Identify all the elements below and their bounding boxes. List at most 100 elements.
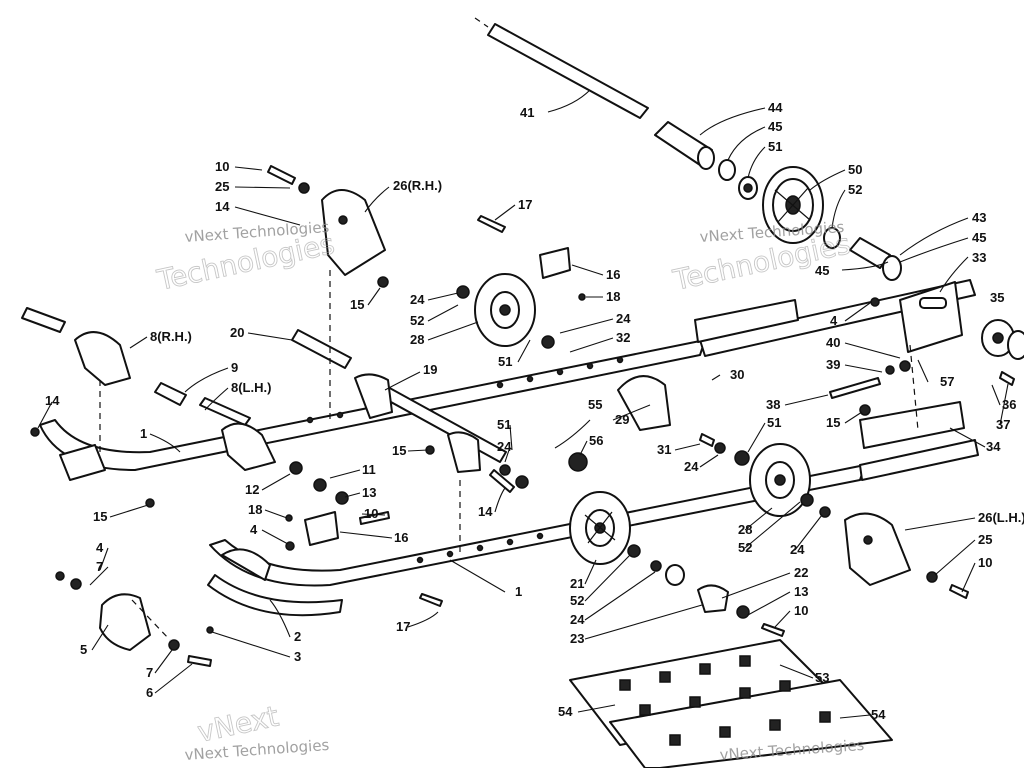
callout-24: 24 <box>497 439 512 454</box>
callout-3: 3 <box>294 649 301 664</box>
callout-17: 17 <box>396 619 410 634</box>
spacer-9 <box>154 382 187 406</box>
callout-25: 25 <box>215 179 229 194</box>
callout-10: 10 <box>364 506 378 521</box>
callout-37: 37 <box>996 417 1010 432</box>
cross-shaft-20 <box>291 329 352 369</box>
idler-wheel-28-lower <box>749 443 811 517</box>
bushing-upper <box>718 159 758 200</box>
callout-18: 18 <box>606 289 620 304</box>
mount-block-16 <box>539 247 571 279</box>
callout-28: 28 <box>738 522 752 537</box>
leader-lines <box>37 89 1009 719</box>
callout-7: 7 <box>146 665 153 680</box>
axle-spacer-tube <box>654 121 715 170</box>
callout-54: 54 <box>558 704 573 719</box>
idler-wheel-28-upper <box>474 273 536 347</box>
callout-10: 10 <box>794 603 808 618</box>
callout-14: 14 <box>478 504 493 519</box>
callout-45: 45 <box>972 230 986 245</box>
callout-1: 1 <box>515 584 522 599</box>
callout-45: 45 <box>815 263 829 278</box>
callout-24: 24 <box>616 311 631 326</box>
callout-44: 44 <box>768 100 783 115</box>
callout-53: 53 <box>815 670 829 685</box>
callout-4: 4 <box>830 313 838 328</box>
bracket-26-lh <box>844 512 911 586</box>
callout-33: 33 <box>972 250 986 265</box>
callout-57: 57 <box>940 374 954 389</box>
callout-39: 39 <box>826 357 840 372</box>
callout-51: 51 <box>498 354 512 369</box>
callout-13: 13 <box>794 584 808 599</box>
callout-34: 34 <box>986 439 1001 454</box>
rocker-bracket-29 <box>617 375 671 431</box>
callout-23: 23 <box>570 631 584 646</box>
mount-block-16b <box>304 511 339 546</box>
callout-4: 4 <box>250 522 258 537</box>
callout-16: 16 <box>606 267 620 282</box>
callout-4: 4 <box>96 540 104 555</box>
callout-29: 29 <box>615 412 629 427</box>
callout-8-lh: 8(L.H.) <box>231 380 271 395</box>
wear-strip-34 <box>859 401 965 449</box>
callout-55: 55 <box>588 397 602 412</box>
callout-32: 32 <box>616 330 630 345</box>
callout-31: 31 <box>657 442 671 457</box>
callout-35: 35 <box>990 290 1004 305</box>
damper-block-5 <box>99 593 151 651</box>
callout-26-lh: 26(L.H.) <box>978 510 1024 525</box>
callout-52: 52 <box>570 593 584 608</box>
callout-26-rh: 26(R.H.) <box>393 178 442 193</box>
callout-50: 50 <box>848 162 862 177</box>
callout-6: 6 <box>146 685 153 700</box>
callout-25: 25 <box>978 532 992 547</box>
front-arm-bracket-rh <box>321 189 386 276</box>
callout-16: 16 <box>394 530 408 545</box>
alignment-lines <box>99 270 919 641</box>
wear-strip-upper <box>694 299 799 343</box>
track-clip-section <box>569 639 893 768</box>
callout-54: 54 <box>871 707 886 722</box>
callout-24: 24 <box>790 542 805 557</box>
callout-10: 10 <box>978 555 992 570</box>
callout-labels: 41 44 45 51 50 52 43 45 45 33 35 10 25 2… <box>45 100 1024 722</box>
callout-10: 10 <box>215 159 229 174</box>
callout-21: 21 <box>570 576 584 591</box>
pivot-shaft-left <box>21 307 131 386</box>
callout-1: 1 <box>140 426 147 441</box>
callout-22: 22 <box>794 565 808 580</box>
ski-skag-2 <box>207 548 343 617</box>
callout-43: 43 <box>972 210 986 225</box>
callout-52: 52 <box>738 540 752 555</box>
callout-19: 19 <box>423 362 437 377</box>
rear-axle-shaft <box>474 17 649 119</box>
rear-idler-wheel-upper <box>762 166 824 244</box>
callout-56: 56 <box>589 433 603 448</box>
callout-30: 30 <box>730 367 744 382</box>
front-cross-shaft-assembly <box>354 373 507 473</box>
callout-15: 15 <box>826 415 840 430</box>
callout-13: 13 <box>362 485 376 500</box>
callout-20: 20 <box>230 325 244 340</box>
callout-24: 24 <box>410 292 425 307</box>
callout-15: 15 <box>392 443 406 458</box>
callout-7: 7 <box>96 559 103 574</box>
callout-40: 40 <box>826 335 840 350</box>
callout-5: 5 <box>80 642 87 657</box>
callout-8-rh: 8(R.H.) <box>150 329 192 344</box>
callout-41: 41 <box>520 105 534 120</box>
callout-14: 14 <box>45 393 60 408</box>
callout-45: 45 <box>768 119 782 134</box>
front-rail-tip <box>59 444 106 481</box>
callout-9: 9 <box>231 360 238 375</box>
spacer-22 <box>665 564 729 613</box>
callout-28: 28 <box>410 332 424 347</box>
axle-end-bracket <box>899 281 963 353</box>
hardware-fasteners <box>30 182 938 651</box>
callout-51: 51 <box>767 415 781 430</box>
callout-12: 12 <box>245 482 259 497</box>
callout-17: 17 <box>518 197 532 212</box>
callout-11: 11 <box>362 462 376 477</box>
callout-51: 51 <box>497 417 511 432</box>
